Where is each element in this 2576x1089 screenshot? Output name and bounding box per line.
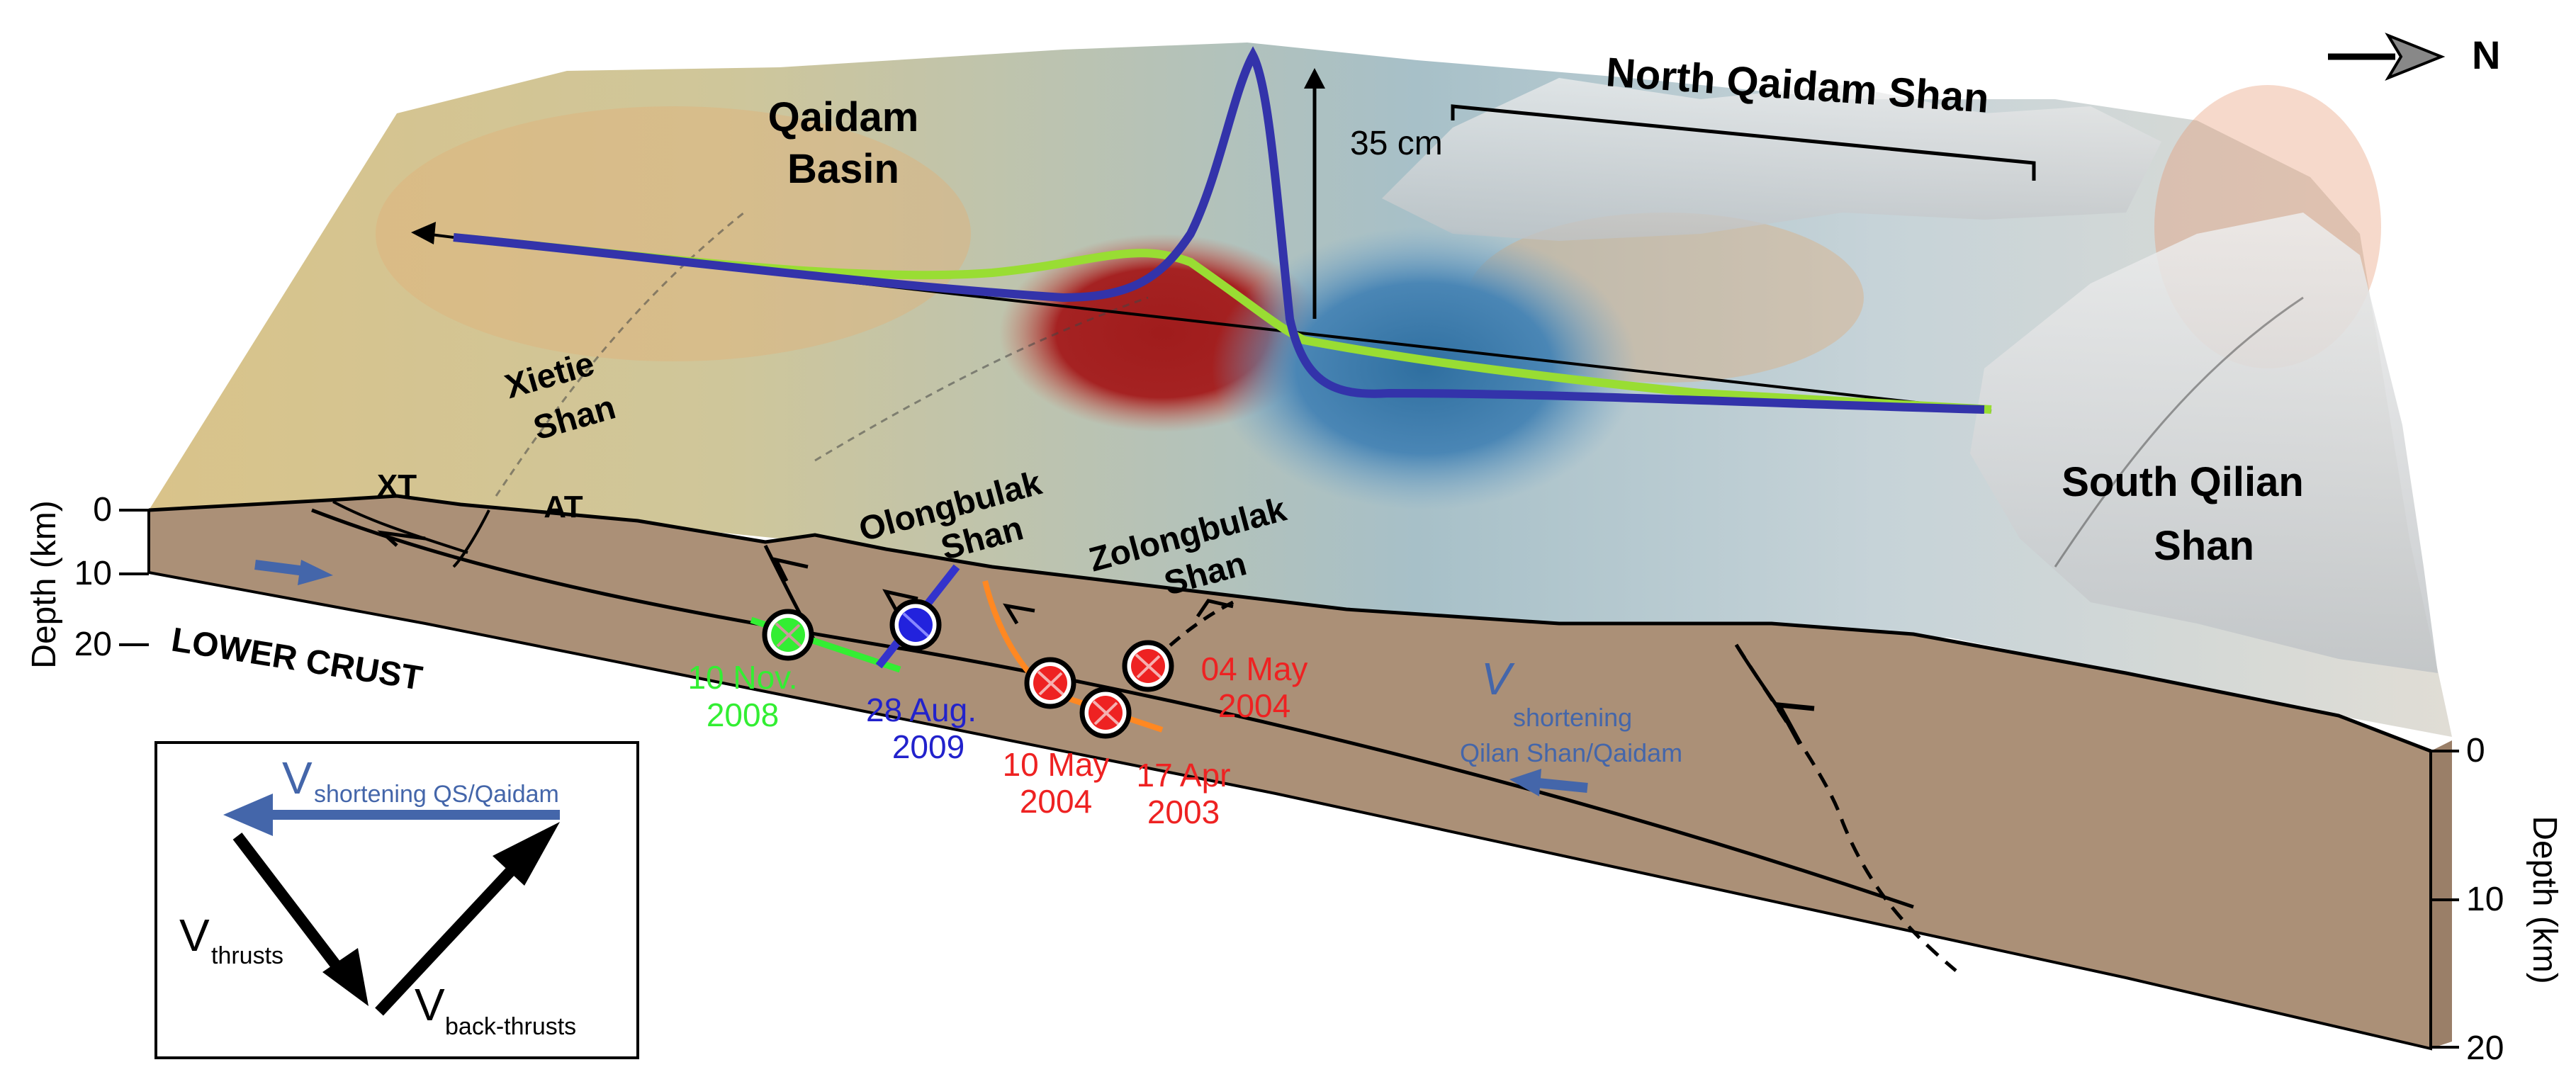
right-depth-axis-label: Depth (km) [2526,816,2563,983]
south-qilian-mountains [1970,213,2438,673]
focal-2003 [1079,687,1132,739]
basin-warm-patch [376,106,971,361]
focal-2004-may-10 [1024,657,1076,709]
east-flow-arrow [254,560,333,585]
v-shortening-sub2: Qilan Shan/Qaidam [1460,738,1682,767]
profile-west-arrow [411,222,454,244]
inset-v-shortening-sub: shortening QS/Qaidam [314,781,559,808]
right-tick-10: 10 [2466,881,2504,918]
label-south-qilian-2: Shan [2154,523,2254,569]
right-tick-20: 20 [2466,1029,2504,1067]
eq-2009-year: 2009 [892,728,964,765]
velocity-inset-frame [154,741,639,1059]
label-qaidam-basin-2: Basin [787,146,899,192]
eq-2004-may10-date: 10 May [1003,746,1110,783]
north-qaidam-bracket [1451,104,2036,181]
label-xt: XT [377,468,417,503]
inset-shortening-arrow [223,794,560,836]
v-shortening-symbol: V [1481,653,1515,704]
north-arrow-icon [2328,32,2446,81]
xt-slip-arrow [377,530,426,547]
eq-2008-date: 10 Nov. [687,659,797,696]
profile-blue-line [453,46,1985,414]
eq-2003-date: 17 Apr [1137,757,1231,794]
inset-v-backthrusts-sub: back-thrusts [445,1013,576,1040]
subsidence-lobe [1212,227,1637,510]
scale-bar-arrow [1304,68,1325,319]
focal-2004-may-04 [1122,640,1174,692]
label-lower-crust: LOWER CRUST [169,621,424,698]
inset-v-shortening-symbol: V [282,752,313,803]
surface-profile-line [148,494,2431,753]
label-qaidam-basin-1: Qaidam [768,94,919,140]
slip-arrow-orange [1003,603,1035,625]
left-tick-20: 20 [74,626,112,663]
surface-fault-trace-3 [2054,296,2304,568]
left-tick-0: 0 [93,491,112,529]
inset-v-thrusts-symbol: V [179,910,210,961]
inset-backthrust-arrow [375,822,560,1016]
focal-2008 [762,609,814,661]
label-at: AT [544,490,583,524]
scale-bar-label: 35 cm [1350,125,1443,162]
north-label: N [2472,33,2500,77]
inset-v-backthrusts-symbol: V [415,979,445,1030]
eq-2008-year: 2008 [707,696,779,733]
fault-at [452,509,490,568]
crust-side-face [2431,740,2452,1049]
left-depth-axis-label: Depth (km) [26,500,63,668]
label-south-qilian-1: South Qilian [2062,459,2304,505]
main-decollement [311,508,1914,909]
inset-thrust-arrow [232,833,369,1006]
fault-xt [332,500,468,554]
olongbulak-slip-arrow [772,557,809,582]
surface-fault-trace [495,211,745,497]
crust-front-face [149,496,2431,1049]
left-tick-10: 10 [74,555,112,592]
eq-2004-may04-date: 04 May [1201,650,1308,687]
focal-2009 [889,599,942,651]
eq-2003-year: 2003 [1147,794,1220,830]
slip-arrow-2009 [882,589,918,612]
v-shortening-sub1: shortening [1513,703,1632,732]
eq-2004-may10-year: 2004 [1020,783,1092,820]
zolongbulak-slip-arrow [1196,599,1234,618]
south-qilian-solid-fault [1734,643,1802,745]
right-tick-0: 0 [2466,732,2485,769]
surface-fault-trace-2 [814,296,1149,462]
inset-v-thrusts-sub: thrusts [211,942,283,969]
eq-2004-may04-year: 2004 [1218,687,1290,724]
eq-2009-date: 28 Aug. [866,692,977,728]
west-flow-arrow [1509,769,1588,796]
